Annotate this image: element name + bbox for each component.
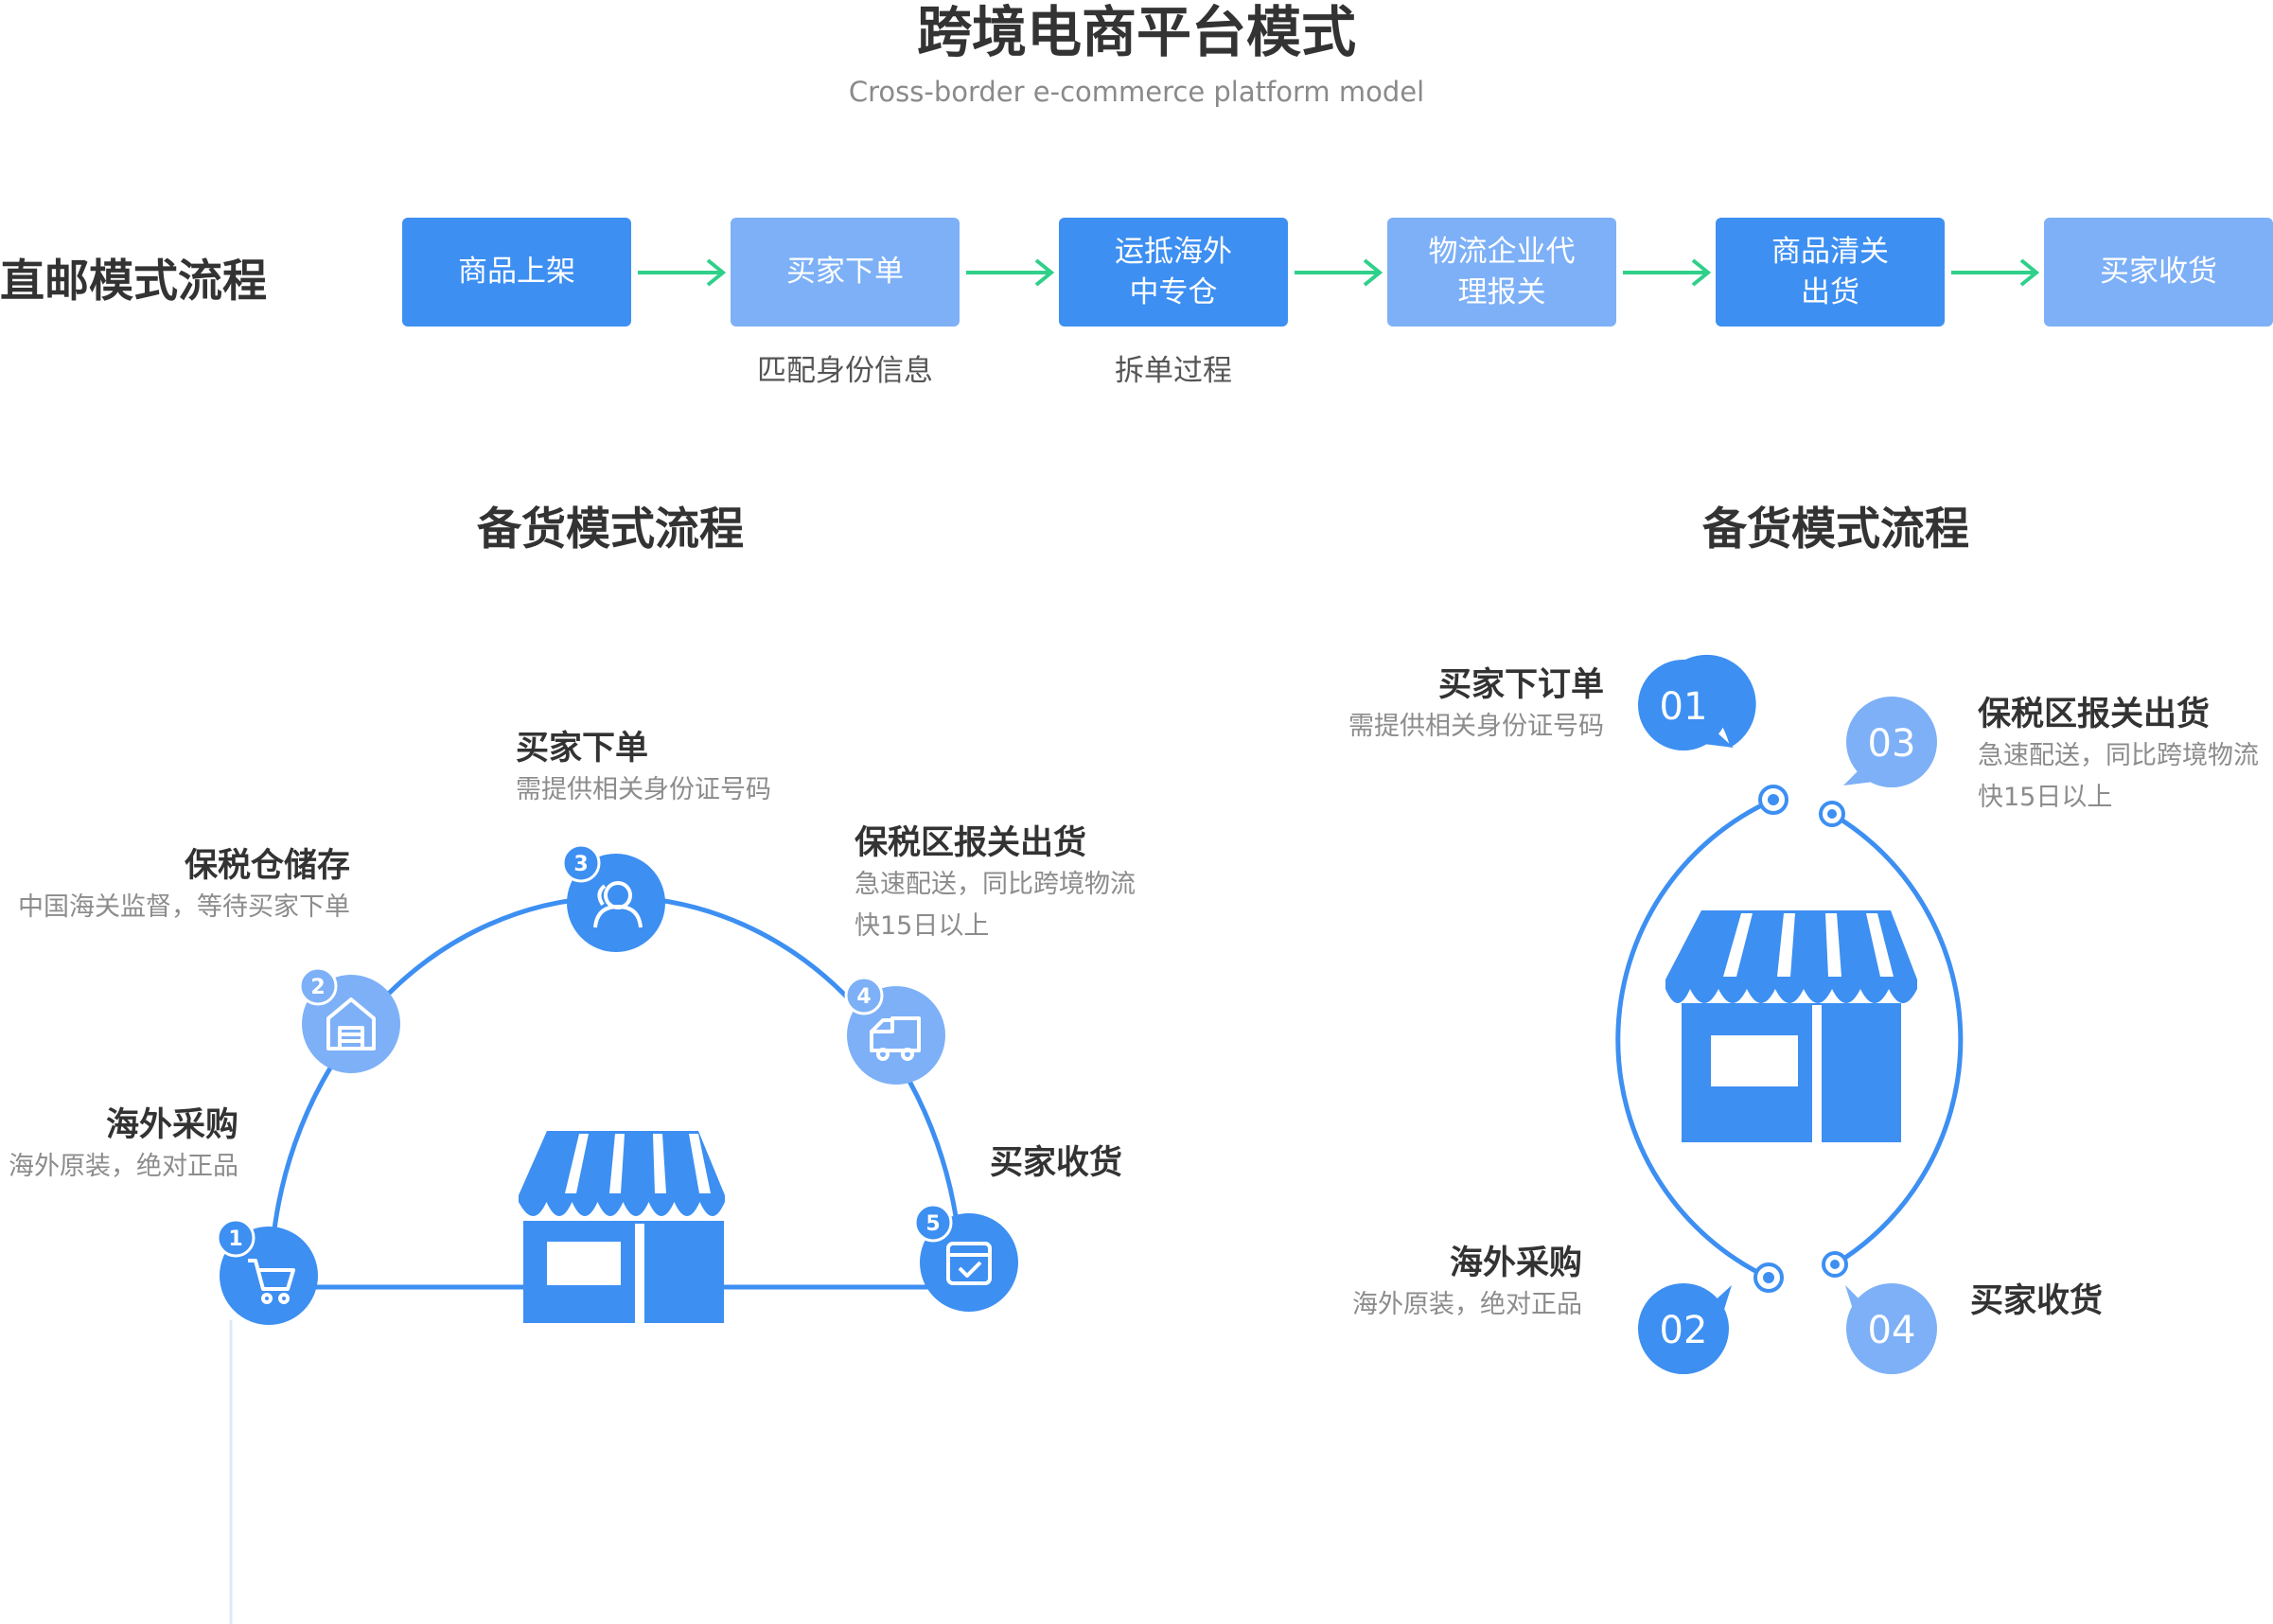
stock-left-title: 备货模式流程 (477, 503, 744, 556)
truck-icon (870, 1016, 921, 1061)
direct-step-2: 买家下单 (731, 218, 960, 327)
direct-mail-label: 直邮模式流程 (0, 256, 267, 308)
page-title: 跨境电商平台模式 (916, 0, 1356, 64)
stock-right-node-03-title: 保税区报关出货 (1978, 696, 2211, 733)
stock-left-node-5: 5 (913, 1203, 1018, 1312)
stock-left-node-3: 3 (561, 843, 665, 952)
page-subtitle: Cross-border e-commerce platform model (848, 76, 1425, 108)
svg-text:01: 01 (1660, 685, 1708, 729)
stock-left-node-3-title: 买家下单 (516, 730, 649, 768)
direct-step-3: 运抵海外 中专仓 (1059, 218, 1288, 327)
stock-right-node-01-title: 买家下订单 (1437, 666, 1604, 704)
stock-right-node-01-desc: 需提供相关身份证号码 (1348, 712, 1604, 741)
svg-text:3: 3 (573, 853, 588, 876)
stock-left-node-5-title: 买家收货 (990, 1144, 1123, 1182)
stock-right-badge-01: 01 (1638, 654, 1756, 750)
direct-step-3-note: 拆单过程 (1115, 354, 1232, 388)
direct-step-1: 商品上架 (402, 218, 631, 327)
direct-flow-arrows (638, 258, 2040, 287)
stock-left-node-2-desc: 中国海关监督，等待买家下单 (18, 892, 350, 922)
ring-dots (1753, 785, 1848, 1293)
warehouse-icon (326, 997, 376, 1050)
svg-text:04: 04 (1868, 1309, 1916, 1352)
stock-left-node-3-desc: 需提供相关身份证号码 (516, 775, 771, 804)
svg-text:02: 02 (1660, 1309, 1708, 1352)
svg-text:5: 5 (925, 1212, 940, 1236)
user-icon (593, 881, 643, 928)
stock-right-badge-04: 04 (1845, 1283, 1937, 1374)
stock-right-title: 备货模式流程 (1702, 503, 1969, 556)
svg-text:1: 1 (228, 1227, 242, 1251)
stock-right-badge-02: 02 (1638, 1283, 1732, 1374)
stock-left-node-1-desc: 海外原装，绝对正品 (9, 1152, 238, 1181)
stock-left-node-2-title: 保税仓储存 (184, 847, 350, 885)
svg-text:4: 4 (856, 985, 871, 1009)
shop-icon (1665, 910, 1917, 1142)
svg-text:03: 03 (1868, 722, 1916, 766)
direct-step-6: 买家收货 (2044, 218, 2273, 327)
stock-right-node-03-desc: 急速配送，同比跨境物流 快15日以上 (1978, 741, 2259, 812)
stock-left-node-4: 4 (844, 976, 945, 1085)
stock-left-node-1-title: 海外采购 (105, 1106, 238, 1144)
stock-left-node-1: 1 (216, 1218, 318, 1325)
stock-right-node-04-title: 买家收货 (1970, 1282, 2104, 1320)
stock-right-node-02-title: 海外采购 (1449, 1244, 1582, 1282)
stock-left-node-4-title: 保税区报关出货 (855, 824, 1087, 862)
shop-icon (519, 1131, 725, 1323)
stock-left-node-2: 2 (298, 966, 400, 1073)
svg-text:2: 2 (310, 976, 325, 999)
cart-icon (248, 1259, 295, 1304)
package-check-icon (946, 1242, 992, 1285)
stock-left-node-4-desc: 急速配送，同比跨境物流 快15日以上 (855, 870, 1136, 941)
cycle-ring (1615, 797, 1964, 1280)
direct-step-2-note: 匹配身份信息 (757, 354, 933, 388)
direct-step-4: 物流企业代 理报关 (1387, 218, 1616, 327)
stock-right-badge-03: 03 (1843, 697, 1937, 787)
stock-right-node-02-desc: 海外原装，绝对正品 (1352, 1290, 1582, 1319)
direct-step-5: 商品清关 出货 (1716, 218, 1945, 327)
